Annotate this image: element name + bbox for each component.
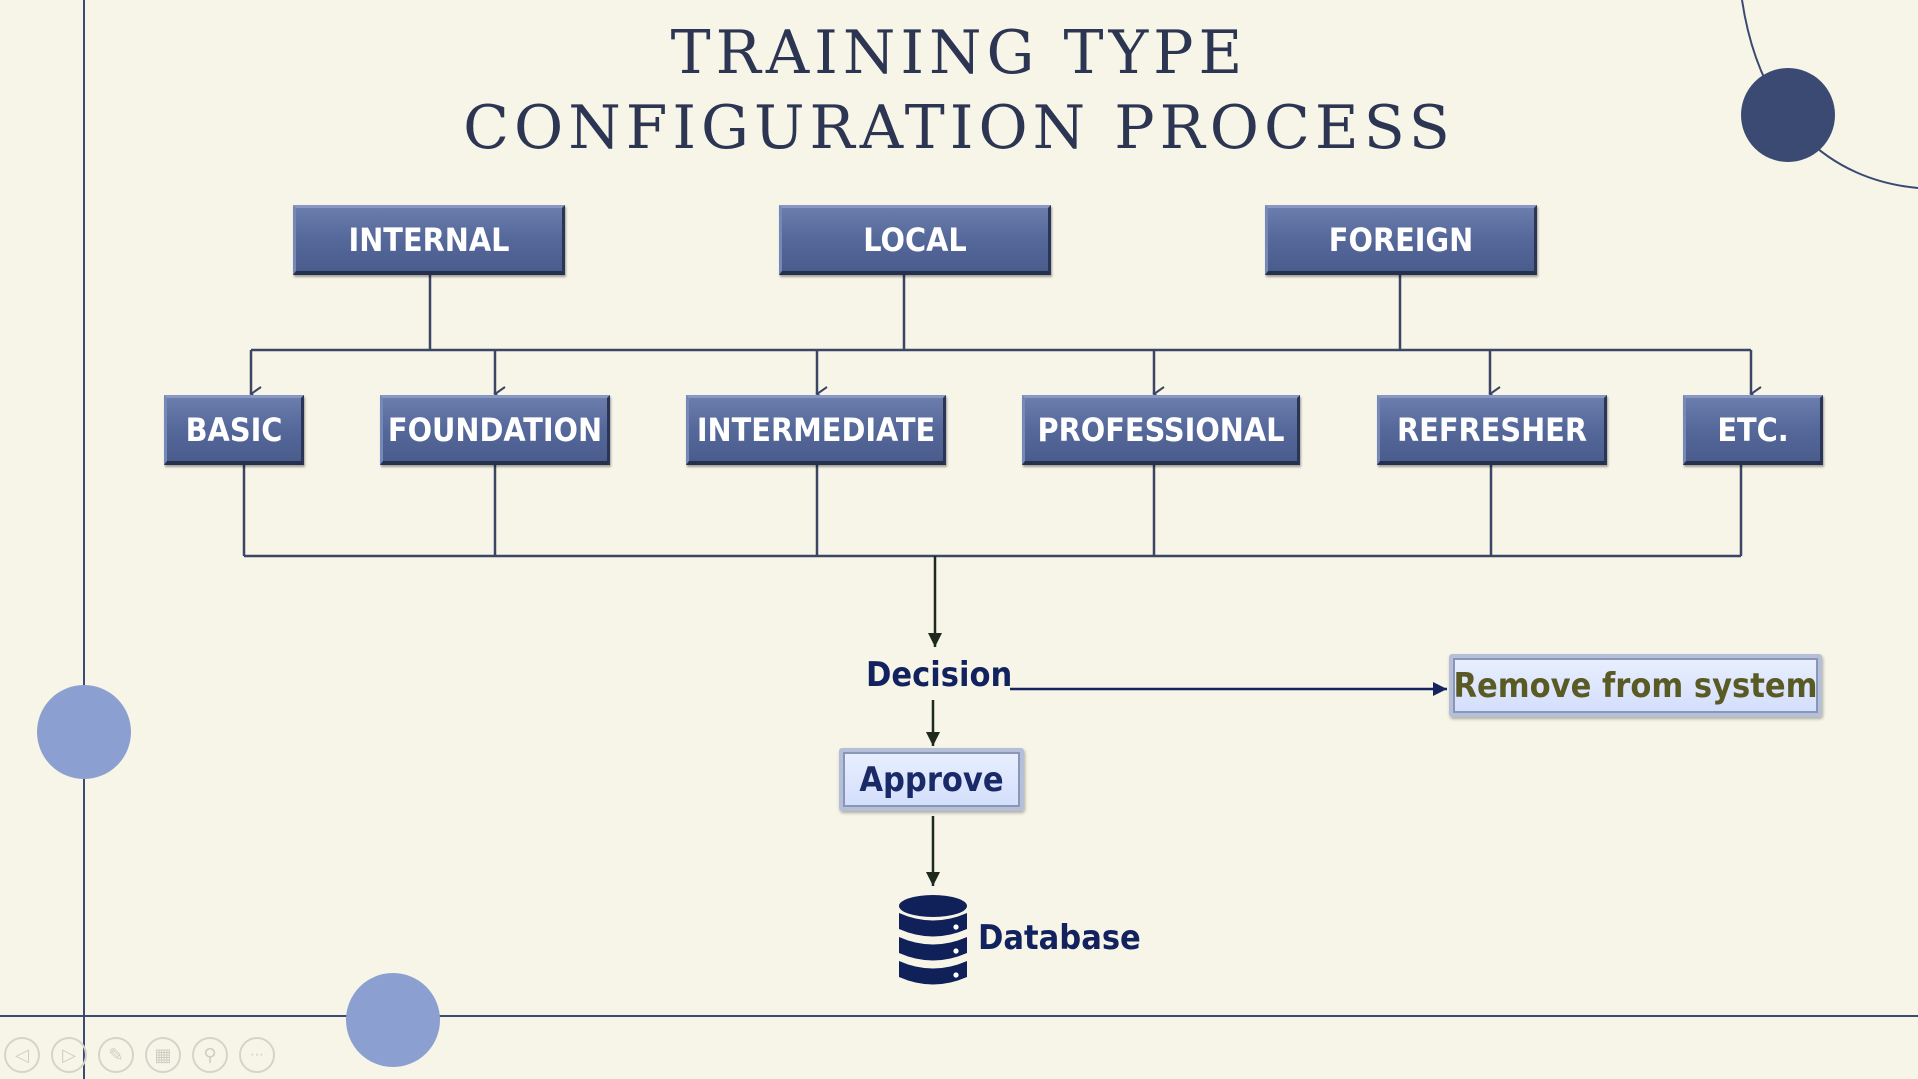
source-label-local: LOCAL <box>863 220 967 259</box>
type-box-basic: BASIC <box>164 395 304 465</box>
type-label-etc: ETC. <box>1717 410 1789 449</box>
page-title-line-2: CONFIGURATION PROCESS <box>463 93 1455 163</box>
source-box-foreign: FOREIGN <box>1265 205 1537 275</box>
type-box-foundation: FOUNDATION <box>380 395 610 465</box>
slides-grid-icon[interactable]: ▦ <box>145 1037 181 1073</box>
type-box-etc: ETC. <box>1683 395 1823 465</box>
decision-label: Decision <box>866 655 1013 695</box>
database-icon <box>899 895 967 985</box>
source-box-internal: INTERNAL <box>293 205 565 275</box>
page-title-line-1: TRAINING TYPE <box>670 18 1248 88</box>
approve-label: Approve <box>859 759 1004 800</box>
decor-circle-dark <box>1741 68 1835 162</box>
type-label-basic: BASIC <box>185 410 283 449</box>
database-label: Database <box>978 918 1141 958</box>
remove-from-system-label: Remove from system <box>1453 665 1818 706</box>
remove-from-system-box: Remove from system <box>1449 654 1822 717</box>
pen-icon[interactable]: ✎ <box>98 1037 134 1073</box>
previous-slide-icon[interactable]: ◁ <box>4 1037 40 1073</box>
type-box-refresher: REFRESHER <box>1377 395 1607 465</box>
source-label-internal: INTERNAL <box>348 220 510 259</box>
more-options-icon[interactable]: ⋯ <box>239 1037 275 1073</box>
next-slide-icon[interactable]: ▷ <box>51 1037 87 1073</box>
zoom-icon[interactable]: ⚲ <box>192 1037 228 1073</box>
approve-box: Approve <box>839 748 1024 811</box>
type-label-professional: PROFESSIONAL <box>1037 410 1285 449</box>
type-label-foundation: FOUNDATION <box>387 410 603 449</box>
source-box-local: LOCAL <box>779 205 1051 275</box>
type-box-intermediate: INTERMEDIATE <box>686 395 946 465</box>
type-box-professional: PROFESSIONAL <box>1022 395 1300 465</box>
type-label-refresher: REFRESHER <box>1396 410 1588 449</box>
type-label-intermediate: INTERMEDIATE <box>696 410 936 449</box>
source-label-foreign: FOREIGN <box>1328 220 1474 259</box>
decor-circle-bottom <box>346 973 440 1067</box>
decor-circle-left <box>37 685 131 779</box>
